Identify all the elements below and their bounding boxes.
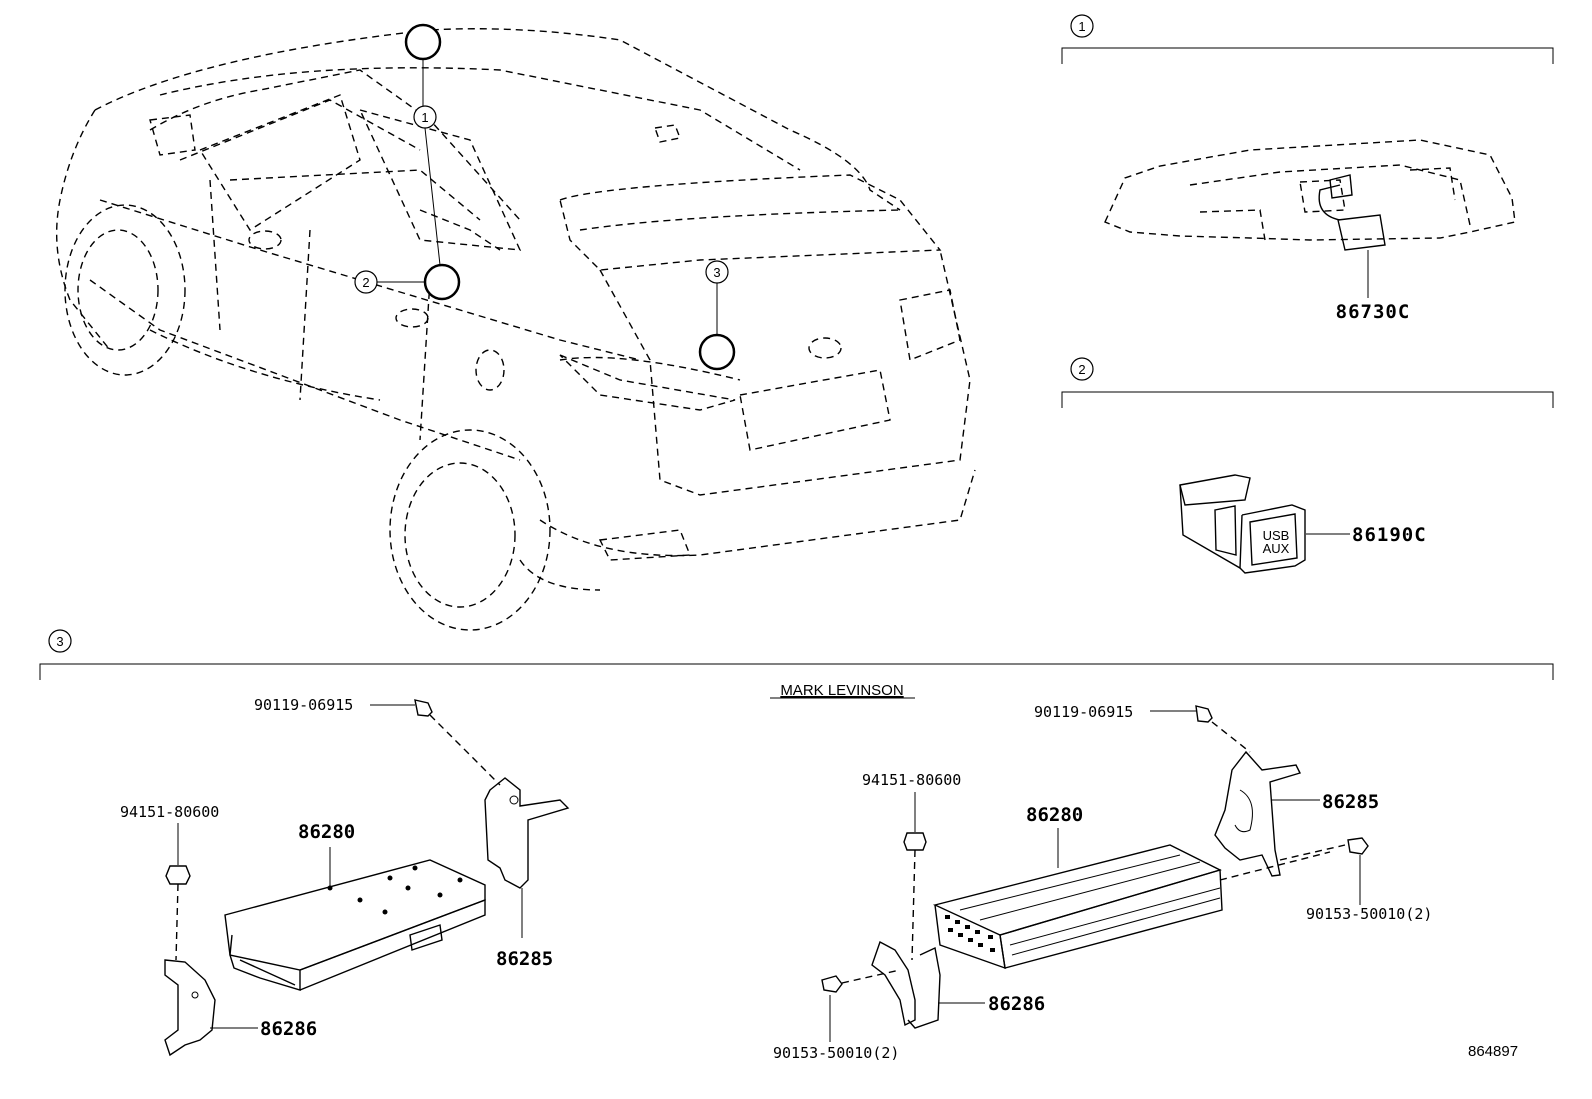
part-94151-80600-right[interactable]: 94151-80600 <box>862 771 961 789</box>
part-86730C[interactable]: 86730C <box>1336 301 1411 323</box>
part-86280-left[interactable]: 86280 <box>298 821 355 843</box>
svg-text:2: 2 <box>1078 362 1085 377</box>
svg-text:USB: USB <box>1263 528 1290 543</box>
illustration-number: 864897 <box>1468 1043 1518 1060</box>
usb-aux-jack-drawing: USB AUX <box>1179 474 1350 574</box>
part-90153-50010-right[interactable]: 90153-50010(2) <box>1306 905 1432 923</box>
locator-circle-1[interactable]: 1 <box>404 23 442 266</box>
locator-circle-3[interactable]: 3 <box>698 260 736 371</box>
part-86280-right[interactable]: 86280 <box>1026 804 1083 826</box>
mark-levinson-title: MARK LEVINSON <box>780 682 903 699</box>
section-3: 3 MARK LEVINSON <box>39 629 1554 1062</box>
svg-text:3: 3 <box>713 265 720 280</box>
right-assembly <box>821 705 1369 1042</box>
left-assembly <box>164 699 570 1057</box>
part-94151-80600-left[interactable]: 94151-80600 <box>120 803 219 821</box>
svg-text:3: 3 <box>56 634 63 649</box>
section-1: 1 86730C <box>1061 14 1554 323</box>
svg-text:2: 2 <box>362 275 369 290</box>
part-86286-left[interactable]: 86286 <box>260 1018 317 1040</box>
part-86286-right[interactable]: 86286 <box>988 993 1045 1015</box>
part-86190C[interactable]: 86190C <box>1352 524 1427 546</box>
svg-text:1: 1 <box>1078 19 1085 34</box>
svg-text:AUX: AUX <box>1263 541 1290 556</box>
part-90153-50010-left[interactable]: 90153-50010(2) <box>773 1044 899 1062</box>
part-90119-06915-right[interactable]: 90119-06915 <box>1034 703 1133 721</box>
part-86285-left[interactable]: 86285 <box>496 948 553 970</box>
part-86285-right[interactable]: 86285 <box>1322 791 1379 813</box>
vehicle-illustration <box>55 28 976 631</box>
overhead-console-drawing <box>1104 139 1516 298</box>
section-2: 2 USB AUX 86190C <box>1061 357 1554 574</box>
svg-text:1: 1 <box>421 110 428 125</box>
locator-circle-2[interactable]: 2 <box>354 263 461 301</box>
part-90119-06915-left[interactable]: 90119-06915 <box>254 696 353 714</box>
